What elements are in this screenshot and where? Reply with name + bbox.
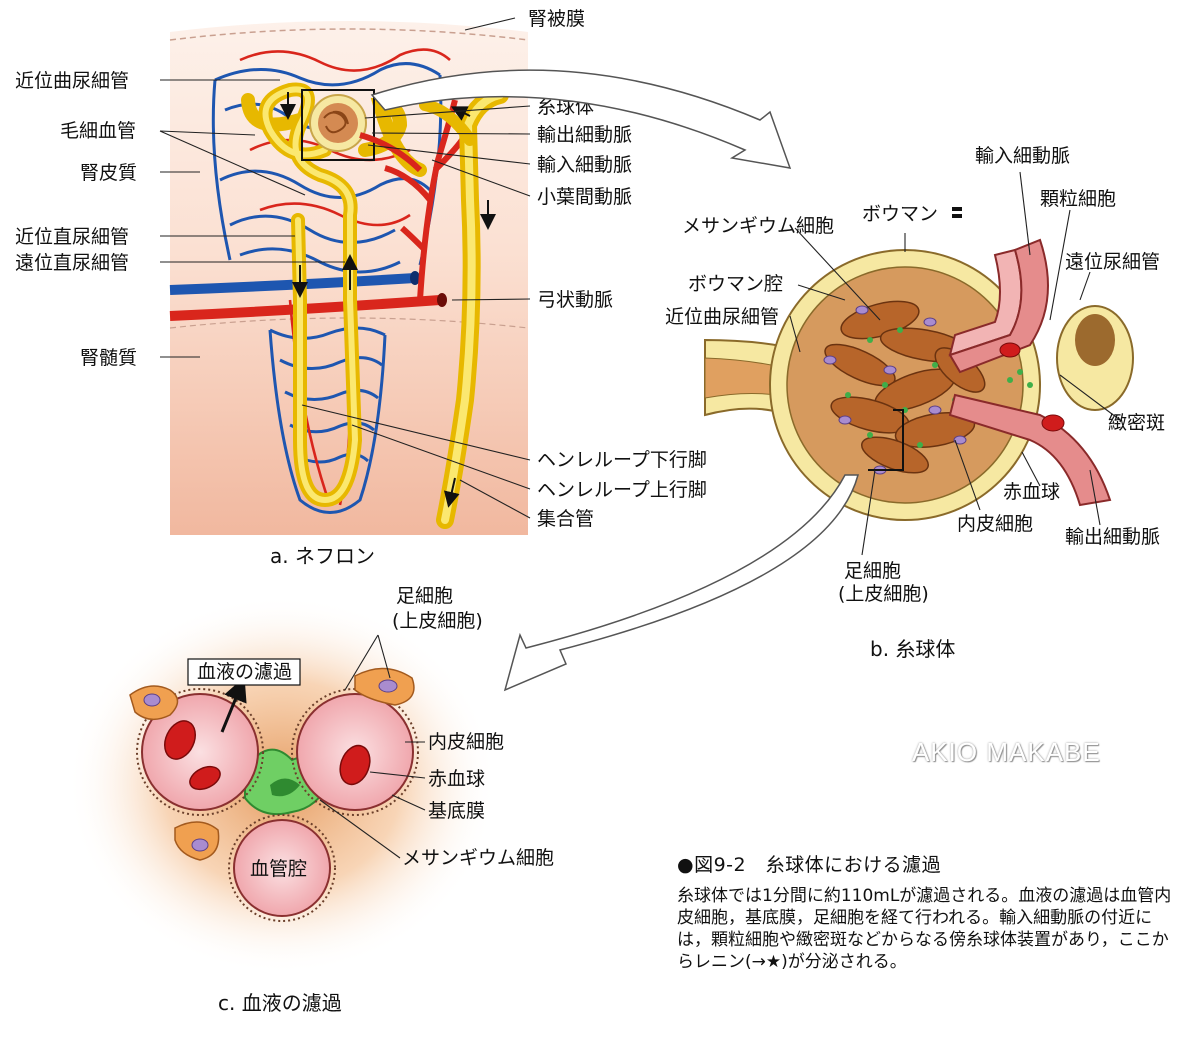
- label-b-mesangial: メサンギウム細胞: [682, 215, 834, 237]
- panel-a-nephron: [169, 21, 529, 535]
- rbc-group: [164, 720, 371, 791]
- panel-a-leaders: [159, 17, 531, 519]
- label-henle-descending: ヘンレループ下行脚: [537, 449, 707, 471]
- renal-capsule-line: [169, 28, 529, 41]
- label-c-endothelial: 内皮細胞: [428, 731, 504, 753]
- flow-arrows: [280, 92, 496, 508]
- collecting-duct: [419, 86, 509, 529]
- cortex-medulla-border: [169, 317, 529, 329]
- figure-caption: ●図9-2 糸球体における濾過 糸球体では1分間に約110mLが濾過される。血液…: [677, 850, 1182, 973]
- label-interlobular: 小葉間動脈: [537, 186, 632, 208]
- panel-b-glomerulus: [704, 238, 1134, 521]
- label-medulla: 腎髄質: [80, 347, 137, 369]
- zoom-arrow-a-to-b: [370, 69, 792, 169]
- label-cortex: 腎皮質: [80, 162, 137, 184]
- filtration-arrow: [220, 676, 247, 733]
- label-proximal-straight: 近位直尿細管: [15, 226, 129, 248]
- caption-panel-c: c. 血液の濾過: [218, 991, 342, 1015]
- label-efferent: 輸出細動脈: [537, 124, 632, 146]
- label-c-basement: 基底膜: [428, 800, 485, 822]
- mesangial-nucleus: [270, 778, 300, 797]
- label-b-macula-densa: 緻密斑: [1108, 412, 1165, 434]
- efferent-small: [359, 132, 423, 173]
- podocyte-bracket: [868, 409, 904, 471]
- label-b-podocyte: 足細胞: [844, 560, 901, 582]
- panel-b-leaders: [789, 171, 1121, 556]
- afferent-arteriole-outer: [948, 238, 1049, 374]
- bowman-mark-icon-2: [952, 214, 962, 218]
- label-c-filtration: 血液の濾過: [197, 661, 292, 683]
- label-b-podocyte-sub: (上皮細胞): [838, 583, 929, 605]
- label-b-endothelial: 内皮細胞: [957, 513, 1033, 535]
- nephron-tubule-inner: [262, 86, 359, 504]
- arcuate-artery-end: [437, 293, 447, 307]
- label-b-efferent: 輸出細動脈: [1065, 526, 1160, 548]
- panel-c-labels: 足細胞 (上皮細胞) 血液の濾過 内皮細胞 赤血球 基底膜 メサンギウム細胞 血…: [197, 585, 554, 1015]
- label-b-proximal: 近位曲尿細管: [665, 306, 779, 328]
- label-c-podocyte: 足細胞: [396, 585, 453, 607]
- rbc-afferent: [999, 342, 1021, 358]
- figure-title: ●図9-2 糸球体における濾過: [677, 854, 942, 876]
- label-c-podocyte-sub: (上皮細胞): [392, 610, 483, 632]
- podocyte-nuclei-c: [143, 679, 398, 852]
- label-b-distal: 遠位尿細管: [1065, 251, 1160, 273]
- label-proximal-convoluted: 近位曲尿細管: [15, 70, 129, 92]
- label-capillary: 毛細血管: [60, 120, 136, 142]
- watermark: AKIO MAKABE: [912, 737, 1101, 767]
- figure-description: 糸球体では1分間に約110mLが濾過される。血液の濾過は血管内皮細胞，基底膜，足…: [677, 886, 1172, 972]
- label-collecting-duct: 集合管: [537, 508, 594, 530]
- panel-b-labels: 輸入細動脈 顆粒細胞 遠位尿細管 ボウマン メサンギウム細胞 ボウマン腔 近位曲…: [665, 145, 1165, 661]
- arcuate-vein-end: [410, 271, 420, 285]
- label-b-bowman-space: ボウマン腔: [688, 273, 783, 295]
- efferent-arteriole: [948, 393, 1112, 507]
- filtration-label-box: [187, 658, 301, 686]
- label-c-mesangial: メサンギウム細胞: [402, 847, 554, 869]
- caption-panel-a: a. ネフロン: [270, 544, 375, 568]
- label-c-rbc: 赤血球: [428, 768, 485, 790]
- bowman-mark-icon: [952, 207, 962, 211]
- distal-tubule-lumen: [1075, 314, 1115, 366]
- label-arcuate: 弓状動脈: [537, 289, 613, 311]
- zoom-arrow-b-to-c: [503, 474, 859, 692]
- glomerulus-small: [309, 94, 367, 152]
- glomerulus-highlight-box: [301, 89, 375, 161]
- label-henle-ascending: ヘンレループ上行脚: [537, 479, 707, 501]
- panel-c-filtration: [67, 595, 497, 975]
- label-c-lumen: 血管腔: [250, 858, 307, 880]
- label-b-bowman: ボウマン: [862, 203, 938, 225]
- panel-c-leaders: [319, 634, 426, 859]
- label-b-granular: 顆粒細胞: [1040, 188, 1116, 210]
- label-b-afferent: 輸入細動脈: [975, 145, 1070, 167]
- label-afferent: 輸入細動脈: [537, 154, 632, 176]
- rbc-efferent: [1041, 414, 1065, 432]
- label-renal-capsule: 腎被膜: [528, 8, 585, 30]
- panel-a-labels: 腎被膜 近位曲尿細管 毛細血管 腎皮質 近位直尿細管 遠位直尿細管 腎髄質 糸球…: [15, 8, 707, 568]
- caption-panel-b: b. 糸球体: [870, 637, 955, 661]
- label-b-rbc: 赤血球: [1003, 481, 1060, 503]
- label-distal-straight: 遠位直尿細管: [15, 252, 129, 274]
